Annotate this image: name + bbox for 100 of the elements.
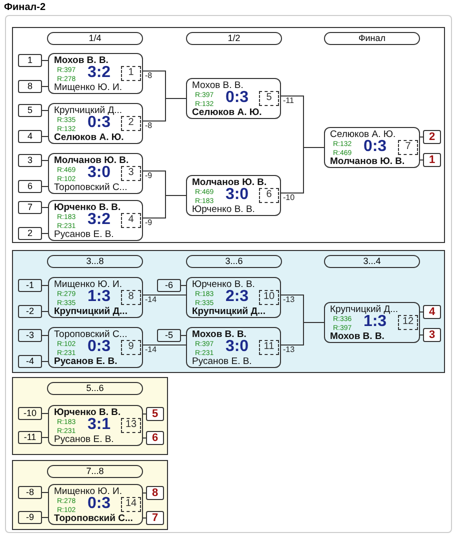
player-name: Тороповский С... — [54, 182, 128, 193]
bracket-panel — [12, 27, 445, 243]
connector-line — [142, 98, 186, 122]
place-number-box: 7 — [146, 511, 164, 525]
seed-number-box: -3 — [18, 329, 42, 342]
player-name: Юрченко В. В. — [192, 279, 255, 290]
match-note: -8 — [145, 121, 152, 130]
round-header: 7...8 — [47, 465, 143, 478]
seed-number-box: -5 — [157, 329, 181, 342]
match-card — [186, 327, 281, 368]
place-number-box: 3 — [423, 328, 441, 342]
player-name: Мищенко Ю. И. — [54, 279, 122, 290]
match-score: 3:0 — [86, 165, 112, 181]
player-name: Мохов В. В. — [192, 329, 246, 340]
connector-line — [42, 437, 48, 438]
seed-number-box: 4 — [18, 130, 42, 143]
connector-line — [142, 294, 186, 296]
connector-line — [280, 147, 324, 194]
seed-number-box: 6 — [18, 180, 42, 193]
match-score: 0:3 — [87, 496, 112, 512]
match-score: 3:1 — [87, 417, 112, 433]
player-name: Юрченко В. В. — [192, 204, 255, 215]
connector-line — [142, 344, 186, 346]
player-name: Крупчицкий Д... — [54, 105, 122, 116]
player-name: Мохов В. В. — [54, 55, 108, 66]
match-score: 1:3 — [363, 314, 387, 330]
connector-line — [42, 285, 48, 286]
player-name: Тороповский С... — [54, 329, 128, 340]
seed-number-box: 2 — [18, 227, 42, 240]
match-score: 3:0 — [224, 187, 250, 203]
place-number-box: 1 — [423, 153, 441, 167]
match-score: 0:3 — [87, 339, 112, 355]
connector-line — [42, 413, 48, 414]
match-note: -8 — [145, 71, 152, 80]
player-name: Юрченко В. В. — [54, 202, 121, 213]
connector-line — [420, 136, 424, 138]
connector-line — [42, 136, 48, 137]
match-score: 0:3 — [87, 115, 111, 131]
connector-line — [42, 517, 48, 518]
match-card — [48, 277, 143, 318]
seed-number-box: 8 — [18, 80, 42, 93]
player-name: Русанов Е. В. — [54, 434, 114, 445]
player-name: Крупчицкий Д... — [330, 304, 398, 315]
connector-line — [42, 335, 48, 336]
round-header: 1/2 — [186, 32, 282, 45]
player-name: Русанов Е. В. — [54, 229, 114, 240]
match-number-box: 13 — [121, 418, 141, 433]
match-card — [324, 127, 420, 168]
match-note: -9 — [145, 171, 152, 180]
player-name: Крупчицкий Д... — [192, 306, 266, 317]
player-name: Селюков А. Ю. — [330, 129, 396, 140]
connector-line — [280, 322, 324, 346]
connector-line — [42, 160, 48, 161]
player-name: Селюков А. Ю. — [54, 132, 124, 143]
match-card — [48, 153, 143, 194]
match-card — [48, 405, 143, 446]
match-note: -14 — [145, 295, 157, 304]
player-name: Селюков А. Ю. — [192, 107, 262, 118]
connector-line — [42, 186, 48, 187]
seed-number-box: -8 — [18, 486, 42, 499]
seed-number-box: -2 — [18, 305, 42, 318]
match-number-box: 11 — [259, 340, 279, 355]
match-card — [186, 277, 281, 318]
match-number-box: 2 — [121, 116, 141, 131]
match-score: 3:2 — [86, 65, 112, 81]
connector-line — [42, 233, 48, 234]
place-number-box: 2 — [423, 130, 441, 144]
match-card — [324, 302, 420, 343]
place-number-box: 8 — [146, 486, 164, 500]
round-header: 3...4 — [324, 255, 420, 268]
round-header: Финал — [324, 32, 420, 45]
bracket-title: Финал-2 — [4, 2, 46, 13]
match-number-box: 4 — [121, 213, 141, 228]
match-number-box: 14 — [121, 497, 141, 512]
player-name: Русанов Е. В. — [192, 356, 252, 367]
match-card — [186, 175, 281, 216]
place-number-box: 6 — [146, 431, 164, 445]
match-note: -14 — [145, 345, 157, 354]
match-note: -13 — [283, 345, 295, 354]
match-number-box: 1 — [121, 66, 141, 81]
match-number-box: 8 — [121, 290, 141, 305]
player-name: Мохов В. В. — [330, 331, 384, 342]
round-header: 5...6 — [47, 382, 143, 395]
match-card — [48, 327, 143, 368]
connector-line — [142, 195, 186, 218]
bracket-panel — [12, 250, 445, 373]
connector-line — [42, 110, 48, 111]
seed-number-box: -11 — [18, 431, 42, 444]
player-name: Русанов Е. В. — [54, 356, 118, 367]
connector-line — [42, 60, 48, 61]
match-card — [48, 200, 143, 241]
match-note: -13 — [283, 295, 295, 304]
match-number-box: 6 — [259, 188, 279, 203]
player-name: Мищенко Ю. И. — [54, 486, 122, 497]
place-number-box: 4 — [423, 305, 441, 319]
match-score: 3:0 — [224, 339, 250, 355]
seed-number-box: -9 — [18, 511, 42, 524]
player-name: Мищенко Ю. И. — [54, 82, 122, 93]
bracket-panel — [12, 377, 168, 455]
seed-number-box: 7 — [18, 201, 42, 214]
